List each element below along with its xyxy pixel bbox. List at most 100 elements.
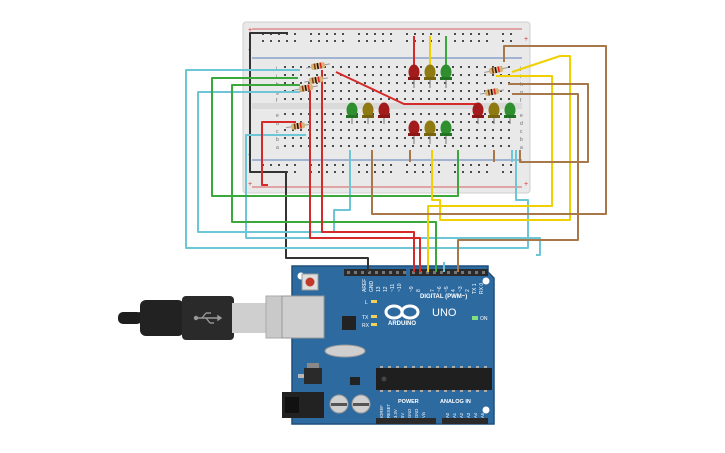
breadboard-hole[interactable] xyxy=(422,164,424,166)
breadboard-hole[interactable] xyxy=(428,137,430,139)
breadboard-hole[interactable] xyxy=(460,113,462,115)
led-green[interactable] xyxy=(440,64,452,89)
breadboard-hole[interactable] xyxy=(406,164,408,166)
breadboard-hole[interactable] xyxy=(356,121,358,123)
breadboard-hole[interactable] xyxy=(508,90,510,92)
breadboard-hole[interactable] xyxy=(340,82,342,84)
header-pin[interactable] xyxy=(482,271,485,274)
breadboard-hole[interactable] xyxy=(310,40,312,42)
breadboard-hole[interactable] xyxy=(284,129,286,131)
breadboard-hole[interactable] xyxy=(500,145,502,147)
breadboard-hole[interactable] xyxy=(380,98,382,100)
breadboard-hole[interactable] xyxy=(396,98,398,100)
breadboard-hole[interactable] xyxy=(508,66,510,68)
breadboard-hole[interactable] xyxy=(420,90,422,92)
breadboard-hole[interactable] xyxy=(492,129,494,131)
breadboard-hole[interactable] xyxy=(404,137,406,139)
breadboard-hole[interactable] xyxy=(470,40,472,42)
breadboard-hole[interactable] xyxy=(436,121,438,123)
resistor[interactable] xyxy=(306,61,331,71)
wire-red-3[interactable] xyxy=(321,70,415,272)
breadboard-hole[interactable] xyxy=(420,113,422,115)
breadboard-hole[interactable] xyxy=(316,98,318,100)
breadboard-hole[interactable] xyxy=(332,121,334,123)
header-pin[interactable] xyxy=(368,271,371,274)
breadboard-hole[interactable] xyxy=(300,121,302,123)
breadboard-hole[interactable] xyxy=(510,33,512,35)
breadboard-hole[interactable] xyxy=(342,33,344,35)
breadboard-hole[interactable] xyxy=(452,145,454,147)
breadboard-hole[interactable] xyxy=(342,164,344,166)
breadboard-hole[interactable] xyxy=(372,90,374,92)
breadboard-hole[interactable] xyxy=(396,137,398,139)
breadboard-hole[interactable] xyxy=(414,33,416,35)
breadboard-hole[interactable] xyxy=(492,121,494,123)
breadboard-hole[interactable] xyxy=(358,171,360,173)
breadboard-hole[interactable] xyxy=(364,129,366,131)
breadboard-hole[interactable] xyxy=(412,145,414,147)
breadboard-hole[interactable] xyxy=(356,137,358,139)
breadboard-hole[interactable] xyxy=(334,40,336,42)
breadboard-hole[interactable] xyxy=(484,137,486,139)
breadboard-hole[interactable] xyxy=(508,137,510,139)
breadboard-hole[interactable] xyxy=(468,90,470,92)
breadboard-hole[interactable] xyxy=(412,90,414,92)
breadboard-hole[interactable] xyxy=(316,121,318,123)
header-pin[interactable] xyxy=(396,271,399,274)
breadboard-hole[interactable] xyxy=(372,145,374,147)
breadboard-hole[interactable] xyxy=(308,82,310,84)
breadboard-hole[interactable] xyxy=(388,66,390,68)
breadboard-hole[interactable] xyxy=(460,129,462,131)
breadboard-hole[interactable] xyxy=(318,40,320,42)
breadboard-hole[interactable] xyxy=(374,164,376,166)
breadboard-hole[interactable] xyxy=(454,164,456,166)
reset-button[interactable] xyxy=(301,273,319,291)
breadboard-hole[interactable] xyxy=(484,90,486,92)
breadboard-hole[interactable] xyxy=(406,40,408,42)
breadboard-hole[interactable] xyxy=(308,74,310,76)
breadboard-hole[interactable] xyxy=(388,82,390,84)
breadboard-hole[interactable] xyxy=(396,113,398,115)
breadboard-hole[interactable] xyxy=(334,33,336,35)
breadboard-hole[interactable] xyxy=(460,98,462,100)
breadboard-hole[interactable] xyxy=(444,137,446,139)
breadboard-hole[interactable] xyxy=(486,40,488,42)
breadboard-hole[interactable] xyxy=(502,171,504,173)
wire-black-ground[interactable] xyxy=(249,32,369,272)
led-green[interactable] xyxy=(504,102,516,125)
breadboard-hole[interactable] xyxy=(428,145,430,147)
breadboard-hole[interactable] xyxy=(468,74,470,76)
breadboard-hole[interactable] xyxy=(356,90,358,92)
breadboard-hole[interactable] xyxy=(470,33,472,35)
breadboard-hole[interactable] xyxy=(476,66,478,68)
breadboard-hole[interactable] xyxy=(388,90,390,92)
breadboard-hole[interactable] xyxy=(484,129,486,131)
wire-red-1[interactable] xyxy=(261,121,296,186)
breadboard-hole[interactable] xyxy=(324,137,326,139)
breadboard-hole[interactable] xyxy=(460,66,462,68)
breadboard-hole[interactable] xyxy=(500,129,502,131)
resistor[interactable] xyxy=(304,75,329,85)
breadboard-hole[interactable] xyxy=(364,90,366,92)
breadboard-hole[interactable] xyxy=(348,137,350,139)
breadboard-hole[interactable] xyxy=(508,129,510,131)
breadboard-hole[interactable] xyxy=(292,113,294,115)
breadboard-hole[interactable] xyxy=(468,98,470,100)
breadboard-hole[interactable] xyxy=(476,121,478,123)
breadboard-hole[interactable] xyxy=(414,171,416,173)
breadboard-hole[interactable] xyxy=(278,164,280,166)
breadboard-hole[interactable] xyxy=(284,74,286,76)
breadboard-hole[interactable] xyxy=(436,66,438,68)
breadboard-hole[interactable] xyxy=(366,171,368,173)
breadboard-hole[interactable] xyxy=(334,171,336,173)
breadboard-hole[interactable] xyxy=(380,90,382,92)
breadboard-hole[interactable] xyxy=(284,66,286,68)
breadboard-hole[interactable] xyxy=(468,113,470,115)
led-yellow[interactable] xyxy=(362,102,374,125)
breadboard-hole[interactable] xyxy=(414,164,416,166)
breadboard-hole[interactable] xyxy=(342,171,344,173)
breadboard-hole[interactable] xyxy=(420,82,422,84)
breadboard-hole[interactable] xyxy=(316,74,318,76)
breadboard-hole[interactable] xyxy=(358,40,360,42)
breadboard-hole[interactable] xyxy=(316,113,318,115)
